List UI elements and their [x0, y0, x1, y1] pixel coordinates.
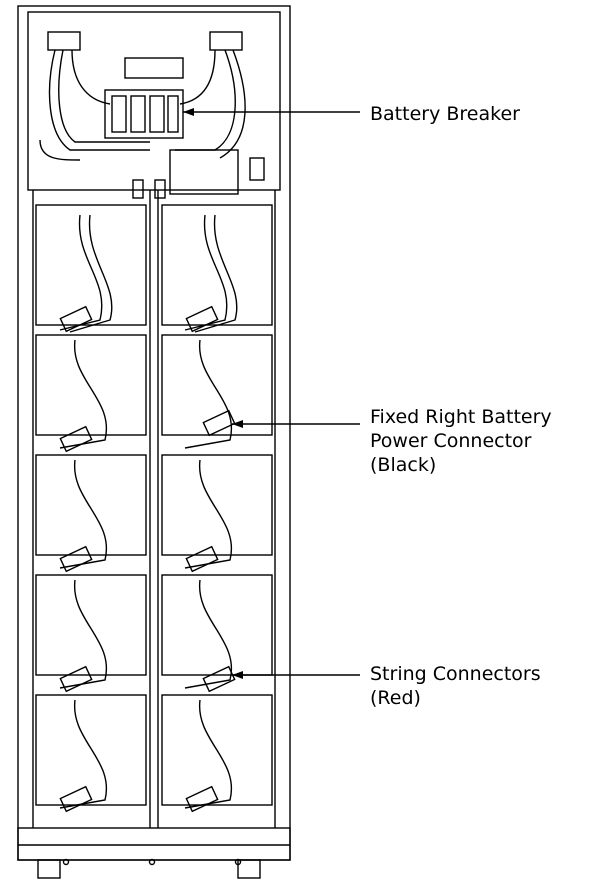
battery-column-right	[161, 204, 273, 806]
callout-battery-breaker: Battery Breaker	[370, 103, 520, 125]
callout-fixed-right-battery-power-connector: Fixed Right Battery Power Connector (Bla…	[370, 406, 552, 476]
battery-cables	[59, 214, 238, 809]
battery-column-left	[35, 204, 147, 806]
top-cable-harness	[39, 31, 246, 161]
junction-box	[132, 149, 265, 199]
cabinet-frame	[17, 5, 291, 861]
callout-string-connectors: String Connectors (Red)	[370, 663, 541, 709]
battery-breaker	[104, 89, 184, 139]
string-connectors	[59, 305, 236, 813]
leader-lines	[183, 108, 360, 679]
cabinet-base	[37, 858, 261, 879]
